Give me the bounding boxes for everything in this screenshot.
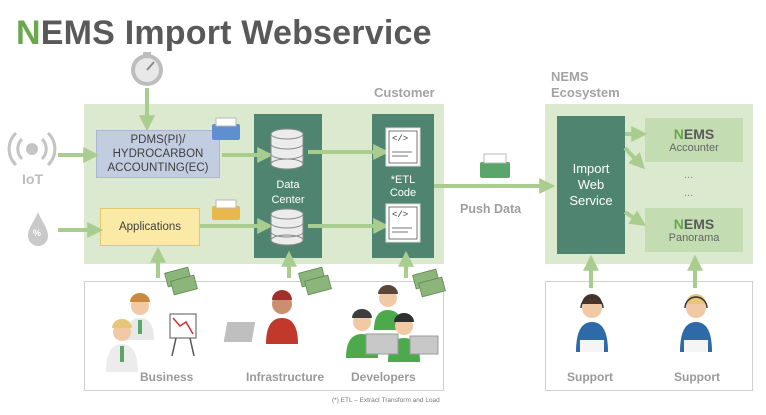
customer-label: Customer [374,85,435,100]
money-icon [412,268,446,298]
iot-label: IoT [22,171,43,187]
money-icon [164,266,198,296]
business-label: Business [140,370,194,384]
arrows [58,88,703,288]
infrastructure-person-icon [223,290,298,344]
tray-icon-green [480,153,510,178]
support-label-1: Support [567,370,613,384]
code-file-icon [385,203,421,243]
developers-label: Developers [351,370,416,384]
iot-signal-icon [7,131,57,167]
developer-person-icon [374,285,402,330]
drop-icon [28,212,48,246]
code-file-icon [385,127,421,167]
nems-accounter-box: NEMS Accounter [645,118,743,162]
money-icon [298,266,332,296]
page-title: NEMS Import Webservice [16,14,432,52]
code-glyph: </> [392,210,409,220]
support-person-icon [576,294,608,352]
chart-board-icon [169,313,197,357]
tray-icon-blue [212,117,240,140]
gauge-icon [131,52,163,86]
tray-icon-orange [212,199,240,220]
infrastructure-label: Infrastructure [246,370,325,384]
nems-panorama-box: NEMS Panorama [645,208,743,252]
database-icon [270,128,304,170]
support-person-icon [680,294,712,352]
support-people-frame [545,281,753,391]
push-data-label: Push Data [460,202,522,216]
database-icon [270,208,304,246]
support-label-2: Support [674,370,720,384]
code-glyph: </> [392,134,409,144]
business-person-icon [106,319,138,372]
laptop-icon [365,333,439,355]
ellipsis: ...... [684,169,694,199]
footnote: (*) ETL – Extract Transform and Load [332,397,440,404]
percent-symbol: % [33,228,42,238]
business-person-icon [126,293,154,340]
applications-box: Applications [100,208,200,246]
